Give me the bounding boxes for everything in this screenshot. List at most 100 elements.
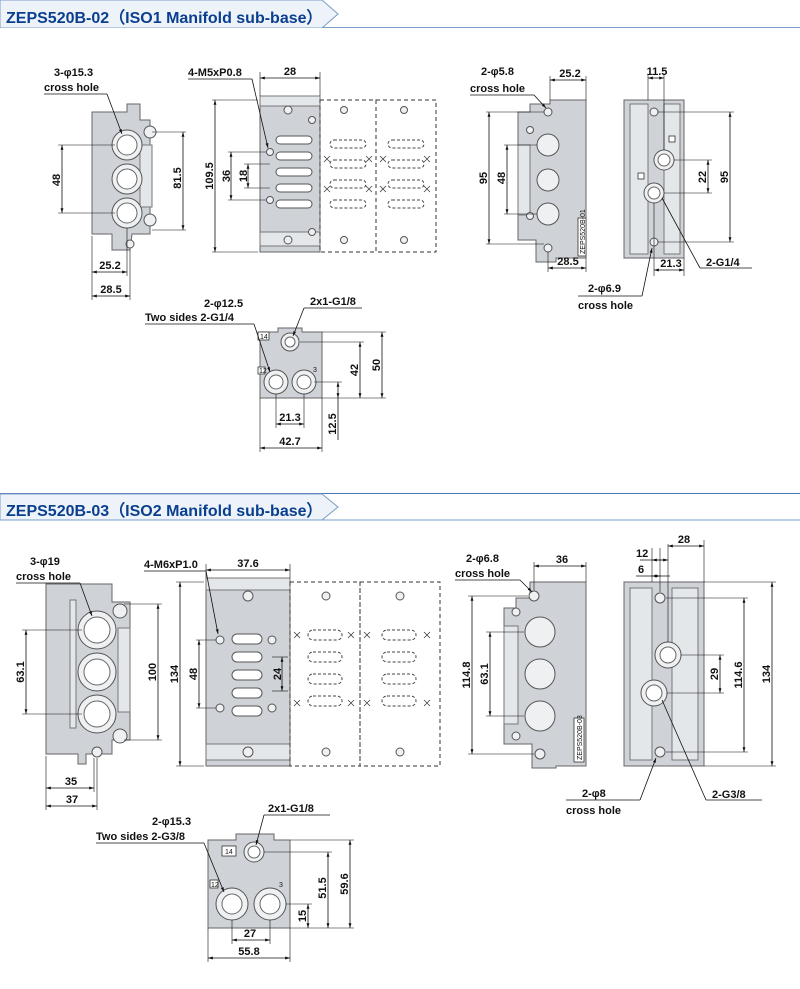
s2-side-rail	[629, 587, 653, 761]
s2-top-height-48: 48	[188, 668, 200, 680]
s2-end-tag-12	[209, 879, 219, 889]
s1-side-port-top-inner	[657, 153, 671, 167]
s1-end-port-left-inner	[268, 374, 284, 390]
s2-front-cross-hole-dia: 3-φ19	[30, 556, 60, 568]
s1-top-slot-3	[275, 167, 313, 177]
s1-top-slot-1	[275, 135, 313, 145]
s2-front-port-2-inner	[83, 658, 111, 686]
s1-top-bolt-top	[283, 105, 293, 115]
s1-top-ghost-slot-6	[387, 159, 425, 169]
s2-top-leader-arrow	[205, 570, 219, 635]
s2-top-screw-3	[267, 635, 277, 645]
s1-end-side-leader	[253, 323, 271, 373]
s2-end-width-55-8: 55.8	[238, 946, 259, 958]
s2-top-slot-5	[231, 705, 263, 717]
s1-front-cross-hole-dia: 3-φ15.3	[54, 67, 93, 79]
s1-top-ghost-bolt-2	[340, 236, 348, 244]
s1-top-cap-top	[259, 95, 321, 107]
section-1-title: ZEPS520B-02（ISO1 Manifold sub-base）	[6, 10, 323, 27]
s2-top-ghost-2	[359, 581, 441, 767]
s2-back-port-2	[524, 658, 556, 690]
s1-front-port-3-inner	[116, 202, 138, 224]
s2-end-port-left-inner	[221, 893, 243, 915]
s2-front-height-100: 100	[147, 663, 159, 681]
s1-end-width-42-7: 42.7	[279, 436, 300, 448]
s2-side-bolt-bottom	[654, 746, 666, 758]
s2-top-bolt-top	[242, 590, 254, 602]
s2-back-mark-plate	[573, 717, 585, 763]
s2-top-ghost-slot-3	[307, 673, 343, 685]
s2-side-view: 12 6 28 29 114.6 134 2-φ8 cross hole 2-G…	[566, 534, 776, 817]
s1-side-thread: 2-G1/4	[706, 257, 741, 269]
s1-side-width-11-5: 11.5	[647, 66, 668, 78]
s2-side-hole-dia: 2-φ8	[582, 788, 606, 800]
s2-end-two-sides: Two sides 2-G3/8	[96, 831, 185, 843]
s2-end-view: 14 12 3 2-φ15.3 Two sides 2-G3/8 2x1-G1/…	[96, 803, 354, 962]
s2-top-slot-3	[231, 669, 263, 681]
s1-back-port-3	[536, 202, 560, 226]
s1-end-width-21-3: 21.3	[279, 412, 300, 424]
s1-back-rail	[517, 144, 531, 216]
s1-side-view: 11.5 22 95 21.3 2-G1/4 2-φ6.9 cross hole	[578, 66, 752, 312]
s1-end-top-port-inner	[284, 336, 296, 348]
s1-end-height-42: 42	[349, 364, 361, 376]
s1-end-height-50: 50	[371, 359, 383, 371]
s2-back-height-114-8: 114.8	[461, 662, 473, 689]
s2-back-mark: ZEPS520B-03	[577, 715, 584, 760]
s2-front-width-35: 35	[65, 776, 77, 788]
s1-top-screw-2	[266, 196, 274, 204]
s1-front-port-1-inner	[116, 134, 138, 156]
s2-side-hole-leader	[639, 757, 657, 801]
s2-end-port-right-inner	[259, 893, 281, 915]
s2-side-thread: 2-G3/8	[712, 789, 746, 801]
s2-front-cross-hole: cross hole	[16, 571, 71, 583]
s1-back-bolt-left-2	[526, 212, 534, 220]
s1-top-ghost-slot-3	[329, 179, 367, 189]
s2-back-bolt-left	[511, 607, 521, 617]
s2-top-ghost-slot-8	[381, 695, 417, 707]
s1-front-port-2-inner	[116, 168, 138, 190]
s1-top-width-28: 28	[284, 66, 296, 78]
s1-end-two-sides: Two sides 2-G1/4	[145, 312, 235, 324]
s2-front-port-3-inner	[83, 700, 111, 728]
s2-top-slot-1	[231, 633, 263, 645]
s1-end-side-holes: 2-φ12.5	[204, 298, 243, 310]
s2-top-ghost-bolt-4	[395, 747, 405, 757]
s2-top-screw-2	[215, 703, 225, 713]
s2-side-width-28: 28	[678, 534, 690, 546]
s1-top-slot-5	[275, 199, 313, 209]
s2-end-side-holes: 2-φ15.3	[152, 816, 191, 828]
s2-top-screw-4	[267, 703, 277, 713]
s1-back-port-2	[536, 168, 560, 192]
s1-back-view: ZEPS520B-01 2-φ5.8 cross hole 25.2 95 48…	[470, 66, 587, 272]
s2-front-bolt-bottom	[112, 728, 128, 744]
s1-side-hole-leader	[641, 247, 653, 297]
s1-front-width-25-2: 25.2	[99, 260, 120, 272]
s2-top-bolt-bottom	[242, 746, 254, 758]
s1-top-height-36: 36	[221, 170, 233, 182]
s1-top-ghost-slot-7	[387, 179, 425, 189]
s1-front-width-28-5: 28.5	[100, 284, 121, 296]
s2-top-ghost-slot-5	[381, 629, 417, 641]
s1-end-port-right-inner	[296, 374, 312, 390]
s1-top-screw-4	[308, 228, 316, 236]
s2-side-port-bottom-inner	[645, 684, 663, 702]
s2-end-top-port-inner	[247, 845, 261, 859]
s1-side-bolt-top	[649, 107, 659, 117]
s2-front-height-63-1: 63.1	[15, 661, 27, 682]
s1-top-bolt-bottom	[283, 235, 293, 245]
s2-top-thread: 4-M6xP1.0	[144, 559, 198, 571]
s2-side-rail-2	[671, 587, 699, 761]
s1-top-screw-3	[308, 116, 316, 124]
s1-top-slot-2	[275, 151, 313, 161]
s2-front-rail-2	[117, 627, 131, 713]
s2-front-port-1-inner	[83, 616, 111, 644]
s1-top-height-18: 18	[238, 170, 250, 182]
s2-end-port-3: 3	[279, 882, 283, 889]
s2-front-width-37: 37	[66, 794, 78, 806]
s2-back-width-36: 36	[556, 554, 568, 566]
s2-top-width-37-6: 37.6	[237, 558, 258, 570]
s2-back-port-3	[524, 700, 556, 732]
s2-back-bolt-bottom	[534, 748, 546, 760]
s2-back-port-1	[524, 616, 556, 648]
